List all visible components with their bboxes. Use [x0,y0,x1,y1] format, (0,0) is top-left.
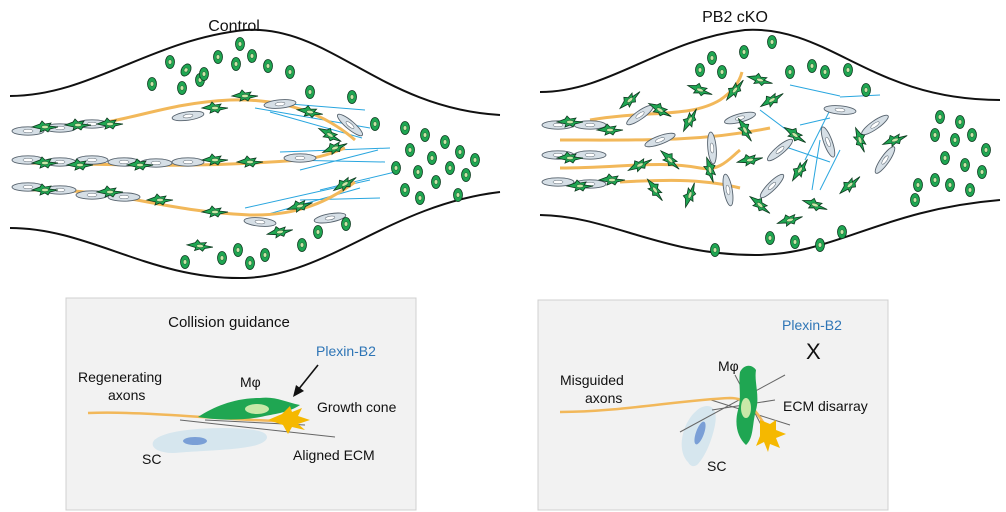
collision-guidance-title: Collision guidance [168,314,290,331]
ko-growth-cone [756,420,786,452]
control-round-macrophages [147,37,480,270]
control-panel: Control [9,18,501,280]
aligned-ecm-label: Aligned ECM [293,447,375,463]
cko-round-macrophages [695,35,991,257]
control-title: Control [208,18,260,35]
cko-macrophages [556,70,910,229]
schwann-cell-label-ko: SC [707,458,726,474]
misguided-axons-label-line1: Misguided [560,372,624,388]
plexin-loss-panel: Plexin-B2 X Misguided axons Mφ ECM disar… [537,299,889,511]
plexin-b2-label: Plexin-B2 [316,343,376,359]
macrophage-label-ko: Mφ [718,358,739,374]
ko-macrophage [736,365,758,445]
ko-schwann-cell [681,405,716,467]
cko-nerve-outline-bottom [539,199,1001,257]
growth-cone-label: Growth cone [317,399,397,415]
control-nerve-outline-bottom [9,191,501,280]
control-aligned-ecm [239,99,396,216]
plexin-arrow [293,364,319,397]
collision-macrophage [198,397,300,420]
collision-axon [87,411,276,423]
ecm-disarray-label: ECM disarray [783,398,868,414]
regenerating-axons-label-line1: Regenerating [78,369,162,385]
plexin-b2-cross: X [806,339,821,364]
collision-schwann-cell [152,428,267,453]
schwann-cell-label: SC [142,451,161,467]
cko-nerve-outline-top [539,28,1001,101]
control-nerve-outline-top [9,28,501,116]
collision-guidance-panel: Collision guidance Plexin-B2 Regeneratin… [65,297,417,511]
plexin-b2-loss-label: Plexin-B2 [782,317,842,333]
pb2-cko-panel: PB2 cKO [539,9,1001,257]
regenerating-axons-label-line2: axons [108,387,145,403]
misguided-axons-label-line2: axons [585,390,622,406]
pb2-cko-title: PB2 cKO [702,9,768,26]
macrophage-label: Mφ [240,374,261,390]
collision-growth-cone [268,406,310,434]
plexin-loss-box [537,299,889,511]
